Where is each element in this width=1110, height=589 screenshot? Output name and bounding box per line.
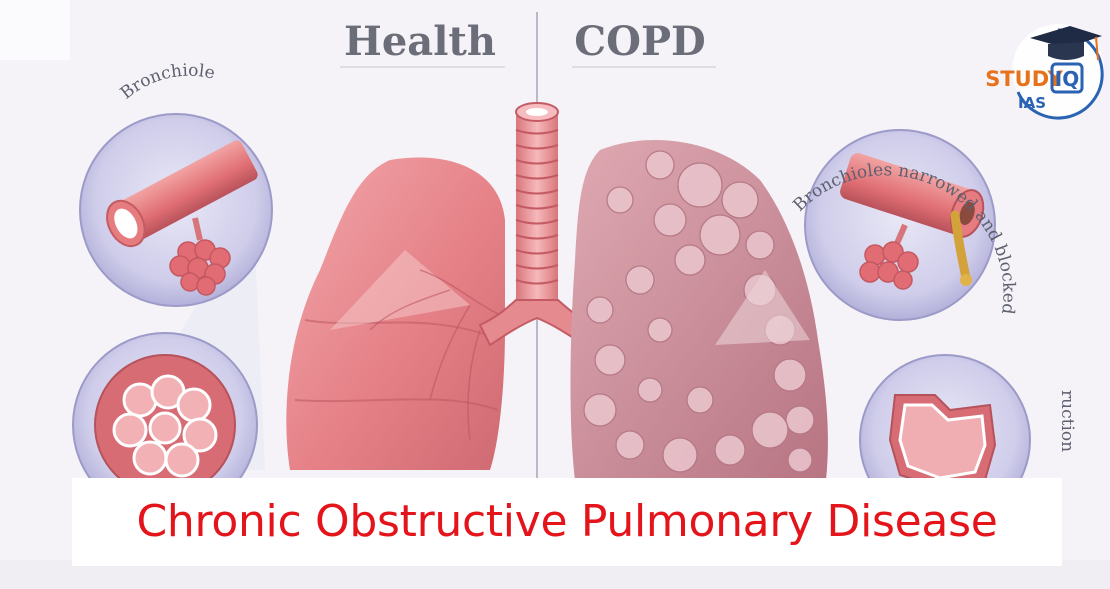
obstruction-partial-label: ruction bbox=[1057, 390, 1077, 452]
banner-title: Chronic Obstructive Pulmonary Disease bbox=[72, 480, 1062, 564]
copd-label: COPD bbox=[574, 18, 705, 65]
logo-ias-text: IAS bbox=[1018, 94, 1046, 112]
logo-iq-text: IQ bbox=[1055, 67, 1079, 91]
health-label: Health bbox=[344, 18, 496, 65]
